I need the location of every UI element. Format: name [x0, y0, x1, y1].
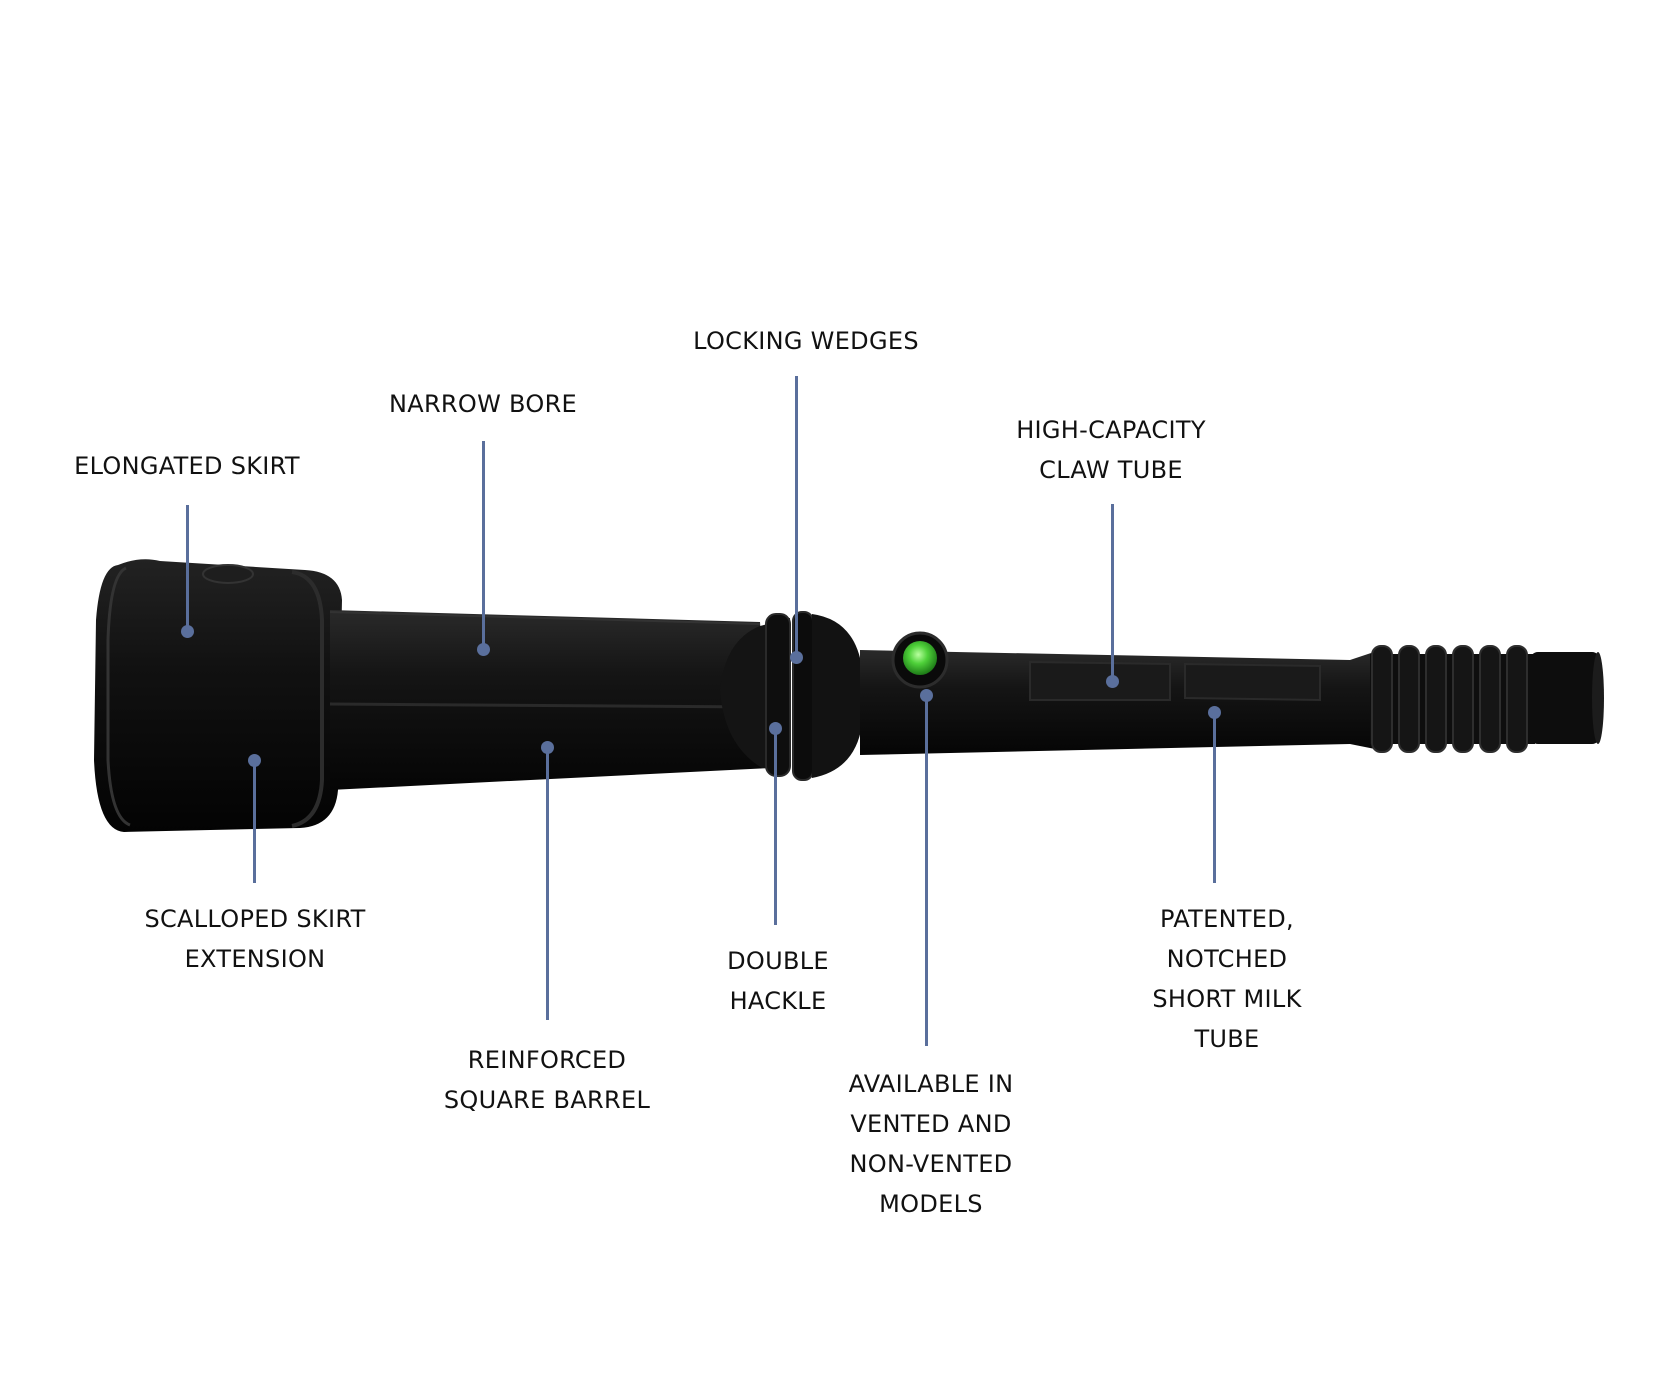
leader-dot-elongated-skirt [181, 625, 194, 638]
short-milk-tube-ribs [1370, 645, 1535, 753]
callout-line: VENTED AND [850, 1110, 1012, 1138]
rib [1506, 645, 1528, 753]
callout-line: DOUBLE [727, 947, 829, 975]
leader-line-vent [925, 696, 928, 1046]
leader-dot-square-barrel [541, 741, 554, 754]
callout-line: SHORT MILK [1152, 985, 1302, 1013]
skirt-shape [94, 559, 342, 832]
callout-line: ELONGATED SKIRT [74, 452, 300, 480]
rib [1479, 645, 1501, 753]
callout-label-reinforced-square-barrel: REINFORCED SQUARE BARREL [397, 1040, 697, 1120]
callout-line: NON-VENTED [849, 1150, 1013, 1178]
leader-dot-short-milk-tube [1208, 706, 1221, 719]
callout-line: PATENTED, [1160, 905, 1294, 933]
leader-line-narrow-bore [482, 441, 485, 648]
short-milk-tube-end [1530, 652, 1604, 744]
leader-dot-double-hackle [769, 722, 782, 735]
leader-dot-locking-wedges [790, 651, 803, 664]
callout-line: SQUARE BARREL [443, 1086, 651, 1114]
leader-dot-scalloped-skirt [248, 754, 261, 767]
leader-line-short-milk-tube [1213, 713, 1216, 883]
leader-line-locking-wedges [795, 376, 798, 656]
callout-label-vented-models: AVAILABLE IN VENTED AND NON-VENTED MODEL… [781, 1064, 1081, 1224]
callout-label-locking-wedges: LOCKING WEDGES [656, 321, 956, 361]
callout-line: EXTENSION [184, 945, 326, 973]
leader-dot-vent [920, 689, 933, 702]
claw-tube-shape [860, 650, 1380, 755]
callout-label-high-capacity-claw-tube: HIGH-CAPACITY CLAW TUBE [961, 410, 1261, 490]
callout-line: CLAW TUBE [1039, 456, 1183, 484]
callout-label-elongated-skirt: ELONGATED SKIRT [37, 446, 337, 486]
callout-label-narrow-bore: NARROW BORE [333, 384, 633, 424]
rib [1398, 645, 1420, 753]
callout-line: SCALLOPED SKIRT [144, 905, 366, 933]
callout-line: MODELS [879, 1190, 983, 1218]
leader-dot-claw-tube [1106, 675, 1119, 688]
rib [1425, 645, 1447, 753]
callout-label-scalloped-skirt-extension: SCALLOPED SKIRT EXTENSION [105, 899, 405, 979]
leader-line-claw-tube [1111, 504, 1114, 680]
rib [1452, 645, 1474, 753]
callout-line: AVAILABLE IN [848, 1070, 1014, 1098]
callout-line: NOTCHED [1166, 945, 1288, 973]
callout-line: HIGH-CAPACITY [1016, 416, 1206, 444]
leader-line-square-barrel [546, 748, 549, 1020]
leader-dot-narrow-bore [477, 643, 490, 656]
vent-button-shape [891, 631, 949, 689]
leader-line-double-hackle [774, 729, 777, 925]
callout-line: HACKLE [729, 987, 827, 1015]
callout-label-patented-short-milk-tube: PATENTED, NOTCHED SHORT MILK TUBE [1077, 899, 1377, 1059]
callout-line: LOCKING WEDGES [693, 327, 919, 355]
barrel-shape [329, 610, 770, 790]
leader-line-scalloped-skirt [253, 760, 256, 883]
callout-line: TUBE [1194, 1025, 1260, 1053]
callout-label-double-hackle: DOUBLE HACKLE [628, 941, 928, 1021]
rib [1371, 645, 1393, 753]
leader-line-elongated-skirt [186, 505, 189, 630]
callout-line: NARROW BORE [388, 390, 578, 418]
callout-line: REINFORCED [467, 1046, 627, 1074]
